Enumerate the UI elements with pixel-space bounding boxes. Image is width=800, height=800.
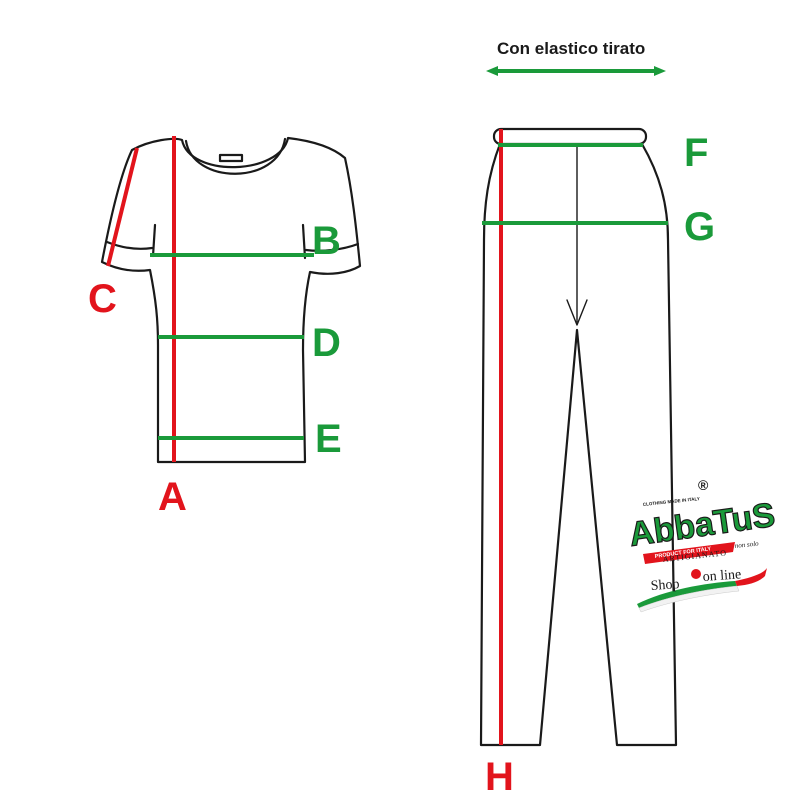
label-f: F bbox=[684, 131, 708, 175]
label-b: B bbox=[312, 219, 341, 263]
left-sleeve-hem bbox=[105, 240, 154, 250]
label-a: A bbox=[158, 475, 187, 519]
label-g: G bbox=[684, 205, 715, 249]
measure-line-c bbox=[106, 147, 139, 267]
tshirt-neck-label bbox=[218, 153, 244, 163]
label-d: D bbox=[312, 321, 341, 365]
right-underarm-seam bbox=[301, 223, 307, 260]
logo-flag-white bbox=[638, 585, 740, 613]
tshirt-body bbox=[100, 136, 362, 464]
trousers-legs bbox=[479, 142, 678, 747]
label-h: H bbox=[485, 755, 514, 799]
logo-shop: Shop bbox=[650, 577, 680, 594]
abbatus-logo: CLOTHING MADE IN ITALY AbbaTuS PRODUCT F… bbox=[626, 477, 778, 613]
label-c: C bbox=[88, 277, 117, 321]
left-underarm-seam bbox=[151, 223, 157, 258]
trousers-crotch-chevron bbox=[566, 299, 588, 326]
logo-red-band bbox=[643, 542, 735, 564]
tshirt-neck-inner bbox=[184, 137, 287, 175]
logo-red-dot bbox=[691, 569, 701, 579]
stretch-arrow bbox=[486, 66, 666, 76]
logo-flag-red bbox=[735, 568, 767, 586]
logo-non-solo: non solo bbox=[734, 539, 759, 550]
trousers-waistband bbox=[492, 127, 648, 146]
logo-flag-green bbox=[637, 581, 737, 608]
right-sleeve-hem bbox=[304, 242, 360, 252]
label-e: E bbox=[315, 417, 342, 461]
tshirt-outline bbox=[100, 136, 362, 464]
caption-elastic: Con elastico tirato bbox=[497, 39, 645, 58]
logo-online: on line bbox=[702, 567, 741, 585]
logo-tagline-top: CLOTHING MADE IN ITALY bbox=[643, 496, 700, 507]
logo-registered: ® bbox=[698, 477, 709, 493]
